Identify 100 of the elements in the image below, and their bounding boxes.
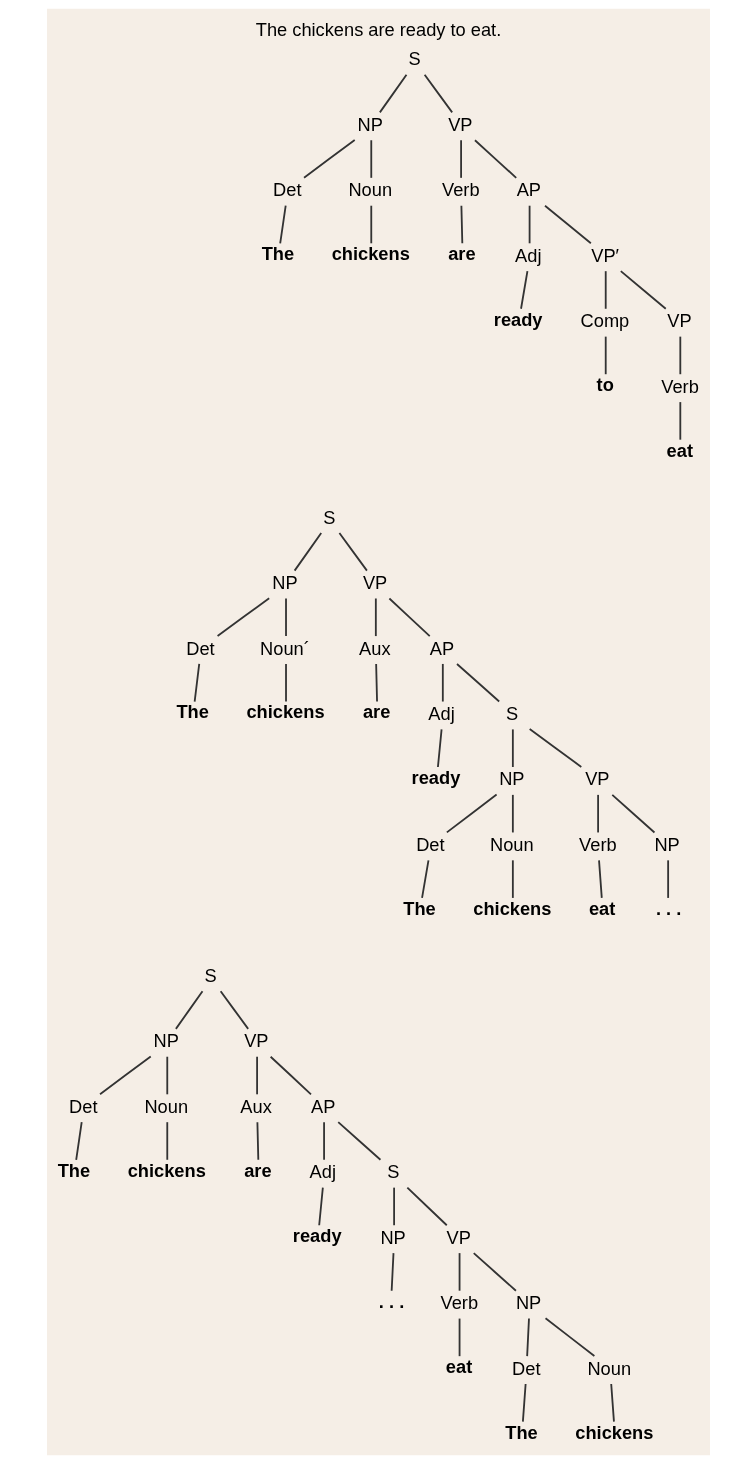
connector [219, 990, 249, 1030]
connector [378, 73, 407, 114]
diagram-title: The chickens are ready to eat. [255, 18, 501, 40]
connector [374, 663, 378, 703]
connector [174, 990, 203, 1030]
node-text: Det [185, 637, 215, 659]
node-text: . . . [378, 1290, 404, 1312]
connector [369, 204, 372, 245]
connector [543, 204, 592, 245]
node-text: chickens [127, 1159, 206, 1181]
node-text: AP [429, 637, 454, 659]
connector [302, 139, 356, 179]
connector [604, 270, 607, 310]
connector [544, 1317, 595, 1357]
connector [336, 1121, 381, 1161]
connector [74, 1121, 83, 1161]
node-text: Comp [580, 310, 629, 332]
connector [436, 728, 442, 768]
connector [678, 401, 681, 441]
node-text: chickens [331, 243, 410, 265]
node-text: Noun [143, 1095, 188, 1117]
node-text: VP [362, 572, 387, 594]
node-text: Noun [489, 833, 534, 855]
connector [596, 793, 599, 834]
connector [193, 663, 200, 703]
node-text: The [504, 1421, 538, 1443]
connector [216, 597, 270, 637]
node-text: are [447, 243, 476, 265]
connector [269, 1055, 312, 1096]
connector [405, 1186, 448, 1227]
node-text: eat [588, 897, 615, 919]
node-text: S [408, 48, 421, 70]
connector [390, 1252, 394, 1292]
connector [458, 1252, 460, 1292]
node-text: The [57, 1159, 90, 1181]
node-text: NP [498, 768, 525, 790]
node-text: are [362, 701, 390, 723]
node-text: Verb [660, 375, 699, 397]
node-text: Verb [440, 1292, 478, 1314]
connector [678, 335, 681, 376]
node-text: Adj [309, 1161, 336, 1183]
connector [459, 204, 463, 245]
node-text: Aux [358, 637, 391, 659]
node-text: VP [447, 113, 473, 135]
node-text: ready [292, 1225, 342, 1247]
node-text: NP [357, 113, 383, 135]
connector [423, 73, 453, 114]
node-text: chickens [245, 701, 325, 723]
node-text: . . . [655, 897, 681, 919]
connector [284, 663, 287, 703]
node-text: Det [68, 1095, 97, 1117]
connector [511, 793, 514, 834]
connector [604, 335, 607, 376]
connector [511, 728, 514, 768]
connector [597, 859, 603, 899]
connector [528, 728, 582, 768]
node-text: VP [584, 768, 610, 790]
connector [525, 1317, 530, 1358]
connector [293, 532, 322, 572]
node-text: Noun´ [259, 637, 310, 659]
node-text: Det [511, 1357, 540, 1379]
node-text: Det [415, 833, 445, 855]
connector [458, 1317, 460, 1358]
connector [165, 1121, 168, 1161]
node-text: ready [411, 766, 460, 788]
node-text: Adj [427, 702, 455, 724]
connector [610, 793, 655, 834]
node-text: NP [271, 572, 298, 594]
node-text: S [505, 702, 518, 724]
node-text: NP [515, 1292, 541, 1314]
node-text: VP [243, 1030, 269, 1052]
connector [317, 1186, 324, 1227]
connector [98, 1055, 152, 1096]
node-text: Verb [578, 833, 617, 855]
node-text: VP [666, 310, 692, 332]
node-text: Adj [514, 244, 542, 266]
connector [519, 270, 528, 310]
connector [473, 139, 517, 179]
connector [609, 1383, 615, 1423]
node-text: The [175, 701, 209, 723]
connector [165, 1055, 168, 1096]
node-text: VP [446, 1226, 471, 1248]
connector [441, 663, 444, 703]
node-text: are [243, 1159, 272, 1181]
node-text: Noun [586, 1357, 631, 1379]
connector [387, 597, 431, 637]
node-text: The [261, 243, 294, 265]
node-text: NP [653, 833, 680, 855]
node-text: Verb [441, 179, 480, 201]
connector [666, 859, 669, 899]
node-text: NP [153, 1030, 179, 1052]
node-text: S [386, 1161, 399, 1183]
node-text: chickens [574, 1421, 653, 1443]
connector [284, 597, 287, 637]
connector [278, 204, 287, 245]
node-text: VP′ [590, 244, 619, 266]
node-text: S [322, 506, 335, 528]
connector [255, 1055, 258, 1096]
connector [459, 139, 462, 179]
node-text: AP [310, 1095, 335, 1117]
